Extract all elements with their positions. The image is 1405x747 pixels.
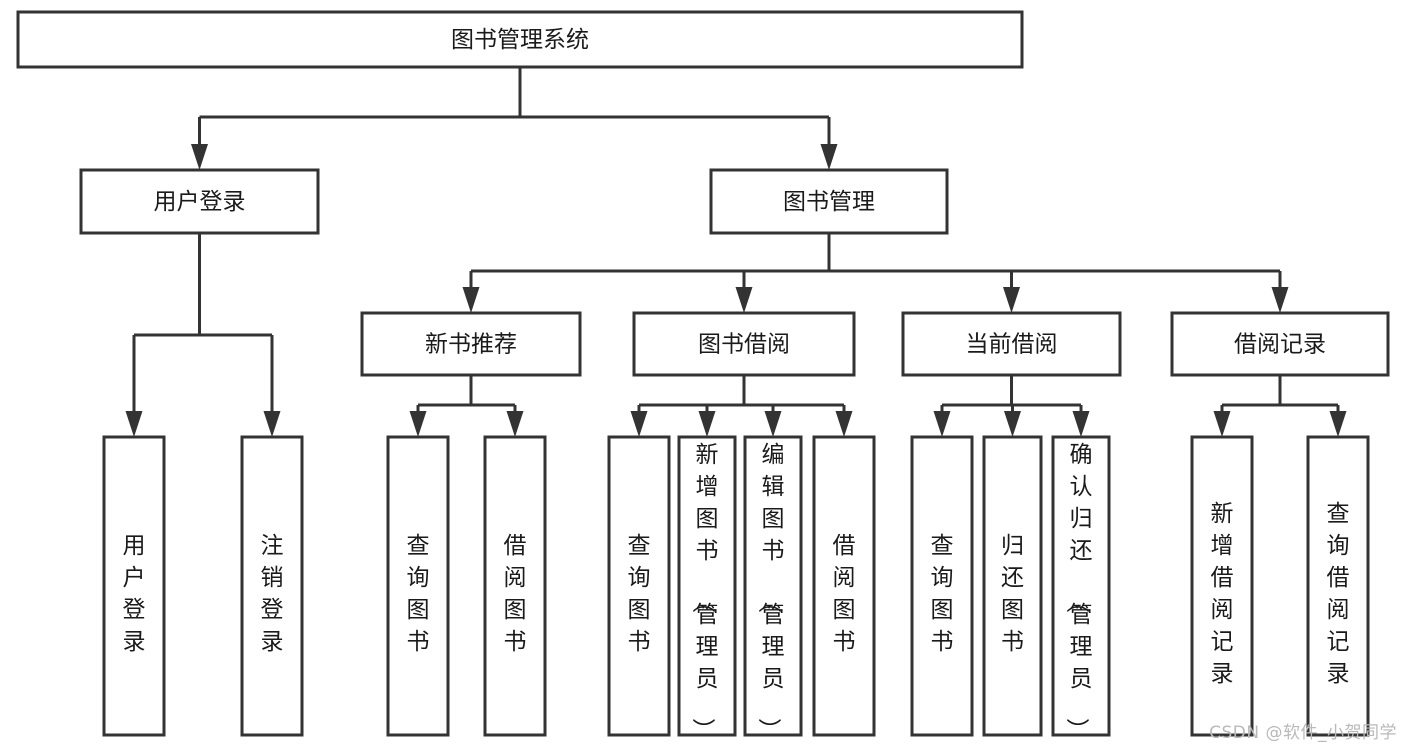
node-box-leaf-edit-book (743, 435, 803, 737)
node-box-user-login (79, 168, 320, 235)
node-leaf-query-borrow-record[interactable]: 查询借阅记录 (1306, 435, 1370, 737)
node-book-borrow[interactable]: 图书借阅 (632, 311, 856, 377)
node-box-leaf-query-book-recommend (386, 435, 450, 737)
arrow-head-current-borrow (1003, 287, 1020, 313)
node-leaf-borrow-book-recommend[interactable]: 借阅图书 (483, 435, 547, 737)
node-box-new-book-recommend (360, 311, 582, 377)
node-label-current-borrow: 当前借阅 (966, 332, 1058, 358)
node-book-management[interactable]: 图书管理 (709, 168, 949, 235)
arrow-head-leaf-add-book (698, 411, 716, 437)
connector-borrow-record (1213, 375, 1347, 437)
node-leaf-return-book[interactable]: 归还图书 (982, 435, 1043, 737)
node-box-leaf-logout (240, 435, 304, 737)
node-label-leaf-query-book-borrow: 查询图书 (628, 533, 651, 655)
node-box-book-borrow (632, 311, 856, 377)
node-label-leaf-return-book: 归还图书 (1001, 533, 1024, 655)
watermark-label: CSDN @软件_小贺同学 (1209, 723, 1397, 743)
arrow-head-leaf-user-login (125, 411, 143, 437)
connector-book-borrow (630, 375, 853, 437)
arrow-head-leaf-borrow-book (835, 411, 853, 437)
arrow-head-leaf-edit-book (764, 411, 782, 437)
node-label-user-login: 用户登录 (154, 189, 246, 215)
arrow-head-leaf-query-book-borrow (630, 411, 648, 437)
node-box-leaf-user-login (102, 435, 166, 737)
node-label-leaf-confirm-return: 确认归还（管理员） (1064, 442, 1093, 741)
arrow-head-leaf-query-book-current (933, 411, 951, 437)
node-root[interactable]: 图书管理系统 (16, 10, 1024, 69)
connector-user-login (125, 233, 281, 437)
arrow-head-leaf-query-book-recommend (409, 411, 427, 437)
node-user-login[interactable]: 用户登录 (79, 168, 320, 235)
arrow-head-book-management (820, 144, 838, 170)
arrow-head-leaf-borrow-book-recommend (506, 411, 524, 437)
node-current-borrow[interactable]: 当前借阅 (901, 311, 1122, 377)
node-label-leaf-query-book-recommend: 查询图书 (407, 533, 430, 655)
connector-current-borrow (933, 375, 1090, 437)
node-label-leaf-add-borrow-record: 新增借阅记录 (1211, 501, 1234, 687)
node-box-root (16, 10, 1024, 69)
arrow-head-borrow-record (1271, 287, 1289, 313)
node-label-leaf-add-book: 新增图书（管理员） (690, 442, 719, 741)
node-leaf-user-login[interactable]: 用户登录 (102, 435, 166, 737)
node-box-book-management (709, 168, 949, 235)
node-label-leaf-logout: 注销登录 (261, 533, 284, 655)
connector-root (191, 67, 838, 170)
node-label-book-management: 图书管理 (783, 189, 875, 215)
node-borrow-record[interactable]: 借阅记录 (1170, 311, 1390, 377)
node-label-leaf-query-borrow-record: 查询借阅记录 (1327, 501, 1350, 687)
arrow-head-user-login (191, 144, 208, 170)
node-label-leaf-borrow-book-recommend: 借阅图书 (504, 533, 527, 655)
node-label-leaf-query-book-current: 查询图书 (931, 533, 954, 655)
node-leaf-confirm-return[interactable]: 确认归还（管理员） (1051, 435, 1111, 741)
node-box-leaf-query-borrow-record (1306, 435, 1370, 737)
connector-new-book-recommend (409, 375, 524, 437)
arrow-head-book-borrow (735, 287, 753, 313)
node-leaf-add-borrow-record[interactable]: 新增借阅记录 (1190, 435, 1254, 737)
node-box-leaf-borrow-book (812, 435, 876, 737)
node-leaf-query-book-borrow[interactable]: 查询图书 (607, 435, 671, 737)
node-label-leaf-user-login: 用户登录 (123, 533, 146, 655)
node-new-book-recommend[interactable]: 新书推荐 (360, 311, 582, 377)
node-leaf-edit-book[interactable]: 编辑图书（管理员） (743, 435, 803, 741)
arrow-head-new-book-recommend (462, 287, 480, 313)
node-box-leaf-return-book (982, 435, 1043, 737)
node-label-leaf-edit-book: 编辑图书（管理员） (756, 442, 785, 741)
node-label-root: 图书管理系统 (451, 27, 589, 53)
node-leaf-query-book-recommend[interactable]: 查询图书 (386, 435, 450, 737)
node-box-borrow-record (1170, 311, 1390, 377)
edges-layer (125, 67, 1347, 437)
node-box-leaf-query-book-borrow (607, 435, 671, 737)
node-box-leaf-add-book (677, 435, 737, 737)
connector-book-management (462, 233, 1289, 313)
arrow-head-leaf-return-book (1004, 411, 1021, 437)
node-leaf-query-book-current[interactable]: 查询图书 (910, 435, 974, 737)
node-box-current-borrow (901, 311, 1122, 377)
node-box-leaf-borrow-book-recommend (483, 435, 547, 737)
node-leaf-borrow-book[interactable]: 借阅图书 (812, 435, 876, 737)
node-box-leaf-query-book-current (910, 435, 974, 737)
arrow-head-leaf-add-borrow-record (1213, 411, 1231, 437)
node-box-leaf-confirm-return (1051, 435, 1111, 737)
arrow-head-leaf-logout (263, 411, 281, 437)
nodes-layer: 图书管理系统用户登录图书管理新书推荐图书借阅当前借阅借阅记录用户登录注销登录查询… (16, 10, 1390, 741)
node-label-borrow-record: 借阅记录 (1234, 332, 1326, 358)
node-leaf-logout[interactable]: 注销登录 (240, 435, 304, 737)
arrow-head-leaf-query-borrow-record (1329, 411, 1347, 437)
node-label-book-borrow: 图书借阅 (698, 332, 790, 358)
node-leaf-add-book[interactable]: 新增图书（管理员） (677, 435, 737, 741)
node-label-leaf-borrow-book: 借阅图书 (833, 533, 856, 655)
arrow-head-leaf-confirm-return (1072, 411, 1090, 437)
node-label-new-book-recommend: 新书推荐 (425, 332, 517, 358)
node-box-leaf-add-borrow-record (1190, 435, 1254, 737)
